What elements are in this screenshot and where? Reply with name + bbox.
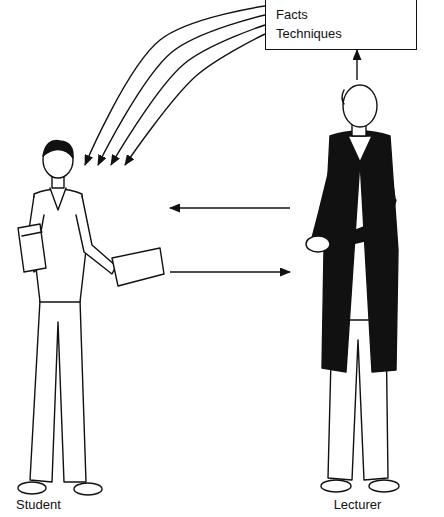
lecturer-figure (306, 85, 399, 492)
person-figure: Student (10, 165, 170, 517)
arm (76, 196, 116, 274)
shoe (369, 480, 399, 492)
books (22, 232, 42, 236)
person-figure: Lecturer (290, 80, 425, 517)
ear (342, 90, 344, 104)
hair (43, 141, 73, 158)
arrow-connector (125, 34, 265, 165)
shoe (18, 482, 46, 494)
arrow-connector (98, 15, 265, 165)
shoe (321, 480, 351, 492)
shoe (74, 483, 102, 495)
arrow-connector (85, 6, 265, 165)
arm (312, 150, 344, 246)
box-text: Facts (276, 5, 406, 24)
paper (112, 248, 164, 286)
arrow-connector (170, 207, 290, 208)
hands (306, 236, 330, 252)
box-text: Techniques (276, 24, 406, 43)
arrow-connector (111, 25, 265, 165)
figure-label: Student (16, 495, 170, 514)
shirt (348, 136, 372, 162)
arrow-connector (356, 50, 357, 80)
head (343, 85, 377, 127)
student-figure (18, 141, 164, 495)
concept-box: FactsTechniques (265, 0, 417, 50)
arm (326, 150, 396, 250)
books (18, 224, 46, 272)
trousers (30, 300, 86, 482)
arrow-connector (170, 271, 290, 272)
collar (50, 188, 66, 210)
figure-label: Lecturer (290, 495, 425, 514)
